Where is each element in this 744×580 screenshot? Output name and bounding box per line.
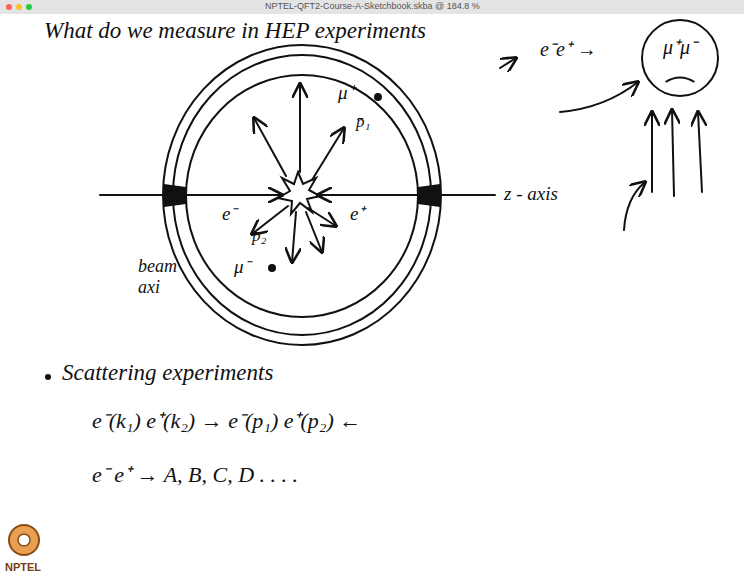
pointer-arrow <box>672 110 674 196</box>
track-arrow <box>292 212 296 262</box>
beam-pipe-block <box>418 184 440 207</box>
bullet-dot <box>45 374 51 380</box>
beam-line <box>100 194 282 196</box>
particle-label: e⁻ <box>222 203 236 225</box>
track-arrow <box>254 118 286 176</box>
axis-label: beam axi <box>138 256 184 297</box>
curved-arrow <box>624 182 645 230</box>
hit-dot <box>374 93 382 101</box>
beam-pipe-block <box>164 184 186 207</box>
nptel-logo <box>9 525 39 555</box>
logo-text: NPTEL <box>5 561 41 574</box>
small-arrow <box>500 58 516 68</box>
curved-arrow <box>560 82 638 112</box>
pointer-arrow <box>698 112 702 192</box>
process-text: e⁻e⁺ → <box>540 38 597 61</box>
track-arrow <box>312 128 344 180</box>
hit-dot <box>268 264 276 272</box>
track-arrow <box>306 212 322 252</box>
z-axis-line <box>440 194 495 196</box>
window-button <box>16 4 22 10</box>
collision-star <box>278 172 320 214</box>
axis-label: z - axis <box>504 183 558 205</box>
face-outline <box>642 20 718 96</box>
particle-label: μ⁻ <box>234 256 250 278</box>
process-formula: e⁻ e⁺ → A, B, C, D . . . . <box>92 462 298 487</box>
node-text: μ⁺μ⁻ <box>663 36 697 59</box>
face-mouth <box>666 78 695 83</box>
face-circle: μ⁺μ⁻ <box>640 18 720 98</box>
process-formula: e⁻(k₁) e⁺(k₂) → e⁻(p₁) e⁺(p₂) ← <box>92 408 361 433</box>
momentum-label: p̄₁ <box>356 112 370 132</box>
particle-label: μ⁺ <box>338 82 354 104</box>
pointer-arrow <box>651 112 653 192</box>
window-button <box>6 4 12 10</box>
section-heading: Scattering experiments <box>62 360 273 386</box>
window-button <box>26 4 32 10</box>
momentum-label: p̄₂ <box>252 226 266 246</box>
title: What do we measure in HEP experiments <box>44 18 426 44</box>
window-bar <box>0 0 744 14</box>
nptel-logo <box>18 534 30 546</box>
window-title: NPTEL-QFT2-Course-A-Sketchbook.skba @ 18… <box>265 1 480 11</box>
track-arrow <box>299 84 301 172</box>
particle-label: e⁺ <box>350 203 364 225</box>
